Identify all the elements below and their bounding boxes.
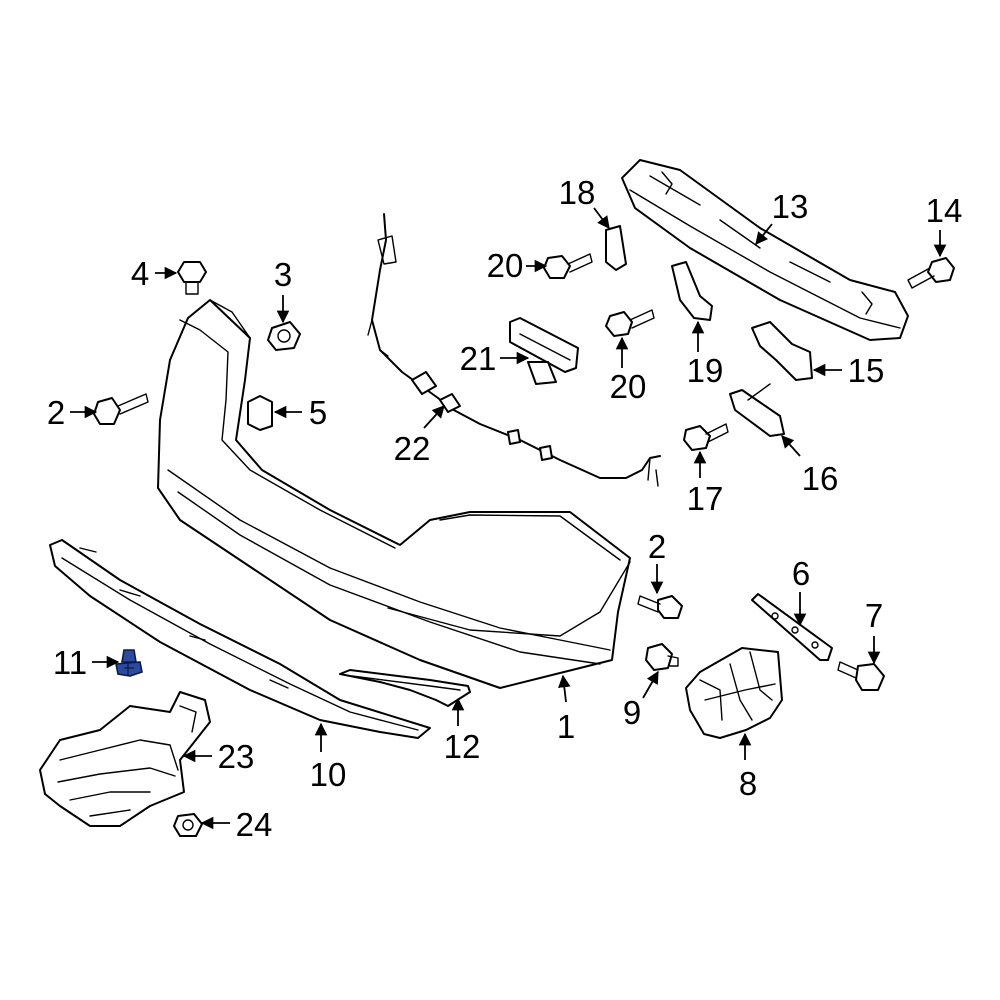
callout-3: 3 bbox=[274, 256, 292, 293]
callout-5: 5 bbox=[309, 394, 327, 431]
bolt-17[interactable] bbox=[683, 423, 729, 451]
brace-strip[interactable] bbox=[751, 593, 833, 661]
leader-16 bbox=[781, 435, 801, 457]
lower-valance[interactable] bbox=[49, 539, 431, 739]
screw-20-lower[interactable] bbox=[605, 309, 655, 337]
nut-3[interactable] bbox=[267, 321, 301, 351]
reflector-strip[interactable] bbox=[339, 669, 471, 707]
callout-1: 1 bbox=[557, 708, 575, 745]
callout-22: 22 bbox=[394, 430, 431, 467]
bracket-18[interactable] bbox=[605, 225, 627, 271]
leader-13 bbox=[755, 223, 773, 245]
bolt-2-left[interactable] bbox=[93, 393, 149, 425]
bracket-15[interactable] bbox=[751, 321, 813, 381]
clip-5[interactable] bbox=[247, 395, 273, 431]
callout-23: 23 bbox=[218, 738, 255, 775]
callout-19: 19 bbox=[687, 352, 724, 389]
sensor-bracket[interactable] bbox=[509, 317, 579, 385]
callout-2b: 2 bbox=[648, 528, 666, 565]
callout-12: 12 bbox=[444, 728, 481, 765]
callout-21: 21 bbox=[460, 340, 497, 377]
bracket-16[interactable] bbox=[729, 383, 785, 437]
callout-2a: 2 bbox=[47, 394, 65, 431]
wiring-harness[interactable] bbox=[367, 213, 661, 487]
bolt-4[interactable] bbox=[177, 261, 207, 295]
callout-13: 13 bbox=[772, 188, 809, 225]
callout-8: 8 bbox=[739, 765, 757, 802]
callout-18: 18 bbox=[559, 174, 596, 211]
callout-7: 7 bbox=[865, 597, 883, 634]
callout-15: 15 bbox=[848, 352, 885, 389]
callout-20a: 20 bbox=[487, 247, 524, 284]
leader-1 bbox=[558, 674, 571, 703]
callout-4: 4 bbox=[131, 255, 149, 292]
bolt-14[interactable] bbox=[907, 257, 955, 289]
leader-9 bbox=[642, 670, 659, 699]
screw-20-upper[interactable] bbox=[543, 253, 593, 279]
bolt-2-right[interactable] bbox=[637, 595, 683, 619]
bracket-19[interactable] bbox=[671, 261, 713, 321]
callout-10: 10 bbox=[310, 756, 347, 793]
push-pin-11[interactable] bbox=[115, 649, 143, 677]
callout-24: 24 bbox=[236, 806, 273, 843]
callout-9: 9 bbox=[623, 694, 641, 731]
bolt-7[interactable] bbox=[837, 661, 885, 691]
callout-16: 16 bbox=[802, 460, 839, 497]
impact-bar[interactable] bbox=[621, 159, 909, 341]
callout-14: 14 bbox=[926, 192, 963, 229]
bolt-9[interactable] bbox=[645, 643, 679, 671]
callout-17: 17 bbox=[687, 480, 724, 517]
leader-18 bbox=[593, 207, 610, 230]
callout-20b: 20 bbox=[610, 368, 647, 405]
splash-shield[interactable] bbox=[39, 691, 211, 827]
bumper-cover[interactable] bbox=[157, 299, 631, 689]
nut-24[interactable] bbox=[173, 813, 203, 837]
callout-6: 6 bbox=[792, 555, 810, 592]
side-bracket[interactable] bbox=[685, 647, 783, 739]
leader-22 bbox=[423, 405, 445, 429]
callout-11: 11 bbox=[53, 644, 87, 681]
